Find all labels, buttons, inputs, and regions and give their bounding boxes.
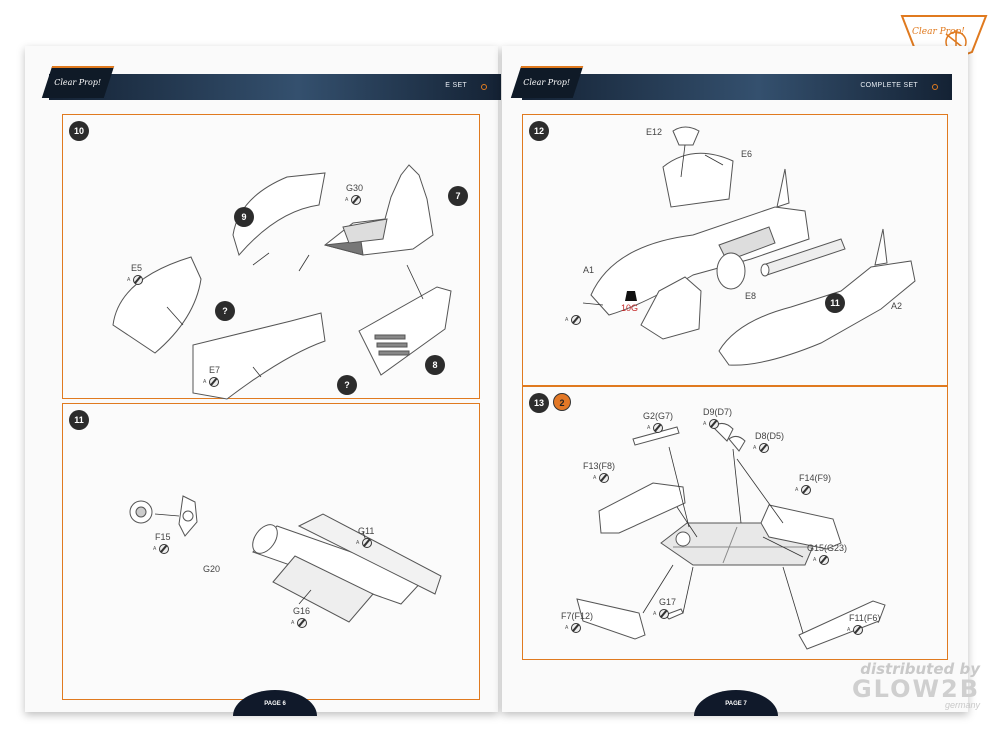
glue-icon bbox=[819, 555, 829, 565]
glue-mark-letter: A bbox=[847, 627, 851, 633]
glue-icon bbox=[653, 423, 663, 433]
glue-mark-letter: A bbox=[593, 475, 597, 481]
sub-assembly-callout-9: 9 bbox=[234, 207, 254, 227]
glue-mark-letter: A bbox=[127, 277, 131, 283]
glue-icon bbox=[297, 618, 307, 628]
part-label-g20: G20 bbox=[203, 564, 221, 574]
glue-icon bbox=[659, 609, 669, 619]
glue-mark-letter: A bbox=[356, 540, 360, 546]
header-logo: Clear Prop! bbox=[510, 66, 584, 98]
glue-icon bbox=[759, 443, 769, 453]
page-header-bar: COMPLETE SET bbox=[522, 74, 952, 100]
glue-mark-letter: A bbox=[291, 620, 295, 626]
sub-assembly-callout-q2: ? bbox=[337, 375, 357, 395]
part-label-a1: A1 bbox=[583, 265, 595, 275]
sub-assembly-callout-7: 7 bbox=[448, 186, 468, 206]
step-number-badge: 12 bbox=[529, 121, 549, 141]
header-dot-icon bbox=[932, 84, 938, 90]
watermark-line-2: GLOW2B bbox=[851, 675, 980, 703]
paint-label-10g: 10G bbox=[621, 303, 639, 313]
step-13-drawing bbox=[576, 423, 886, 650]
glue-mark-letter: A bbox=[565, 317, 569, 323]
sub-assembly-callout-8: 8 bbox=[425, 355, 445, 375]
glue-mark-letter: A bbox=[653, 611, 657, 617]
glue-icon bbox=[801, 485, 811, 495]
glue-mark-letter: A bbox=[565, 625, 569, 631]
watermark-line-3: germany bbox=[944, 700, 980, 710]
part-label-e5: E5 bbox=[131, 263, 143, 273]
part-label-f14-f9: F14(F9) bbox=[799, 473, 832, 483]
glue-icon bbox=[362, 538, 372, 548]
step-10-drawing bbox=[112, 164, 452, 400]
glue-icon bbox=[351, 195, 361, 205]
variant-badge: 2 bbox=[553, 393, 571, 411]
sub-assembly-callout-11: 11 bbox=[825, 293, 845, 313]
step-number-badge: 13 bbox=[529, 393, 549, 413]
part-label-g2-g7: G2(G7) bbox=[643, 411, 674, 421]
step-number-badge: 11 bbox=[69, 410, 89, 430]
part-label-g17: G17 bbox=[659, 597, 677, 607]
page-footer-tab: PAGE 7 bbox=[694, 690, 778, 716]
set-label: E SET bbox=[445, 82, 467, 89]
set-label: COMPLETE SET bbox=[860, 82, 918, 89]
part-label-f13-f8: F13(F8) bbox=[583, 461, 616, 471]
part-label-e12: E12 bbox=[646, 127, 663, 137]
glue-icon bbox=[571, 623, 581, 633]
logo-text: Clear Prop! bbox=[912, 27, 965, 37]
part-label-f15: F15 bbox=[155, 532, 171, 542]
part-label-g16: G16 bbox=[293, 606, 311, 616]
glue-mark-letter: A bbox=[647, 425, 651, 431]
page-header-bar: E SET bbox=[49, 74, 501, 100]
glue-mark-letter: A bbox=[703, 421, 707, 427]
step-13-panel: 13 2 bbox=[522, 386, 948, 660]
glue-icon bbox=[571, 315, 581, 325]
step-12-drawing bbox=[582, 126, 916, 366]
part-label-e8: E8 bbox=[745, 291, 757, 301]
part-label-d9-d7: D9(D7) bbox=[703, 407, 733, 417]
header-logo: Clear Prop! bbox=[41, 66, 115, 98]
part-label-d8-d5: D8(D5) bbox=[755, 431, 785, 441]
part-label-g15-g23: G15(G23) bbox=[807, 543, 848, 553]
step-number-badge: 10 bbox=[69, 121, 89, 141]
header-dot-icon bbox=[481, 84, 487, 90]
glue-icon bbox=[133, 275, 143, 285]
glue-icon bbox=[599, 473, 609, 483]
glue-icon bbox=[209, 377, 219, 387]
distributor-watermark: distributed by GLOW2B germany bbox=[790, 660, 980, 710]
part-label-f7-f12: F7(F12) bbox=[561, 611, 594, 621]
part-label-e7: E7 bbox=[209, 365, 221, 375]
glue-icon bbox=[159, 544, 169, 554]
glue-mark-letter: A bbox=[795, 487, 799, 493]
instruction-page-7: COMPLETE SET Clear Prop! 12 bbox=[502, 46, 968, 716]
step-11-drawing bbox=[129, 495, 442, 623]
sub-assembly-callout-q1: ? bbox=[215, 301, 235, 321]
part-label-g30: G30 bbox=[346, 183, 364, 193]
glue-mark-letter: A bbox=[203, 379, 207, 385]
part-label-f11-f6: F11(F6) bbox=[849, 613, 881, 623]
page-footer-tab: PAGE 6 bbox=[233, 690, 317, 716]
watermark-line-1: distributed by bbox=[860, 660, 980, 678]
glue-mark-letter: A bbox=[813, 557, 817, 563]
instruction-page-6: E SET Clear Prop! 10 bbox=[25, 46, 501, 716]
glue-icon bbox=[853, 625, 863, 635]
paint-pot-icon bbox=[625, 291, 637, 301]
step-10-panel: 10 bbox=[62, 114, 480, 400]
glue-icon bbox=[709, 419, 719, 429]
part-label-e6: E6 bbox=[741, 149, 753, 159]
glue-mark-letter: A bbox=[753, 445, 757, 451]
step-11-panel: 11 G11 A F15 A G20 G16 A bbox=[62, 403, 480, 700]
part-label-g11: G11 bbox=[358, 526, 375, 536]
glue-mark-letter: A bbox=[153, 546, 157, 552]
step-12-panel: 12 bbox=[522, 114, 948, 409]
part-label-a2: A2 bbox=[891, 301, 903, 311]
glue-mark-letter: A bbox=[345, 197, 349, 203]
